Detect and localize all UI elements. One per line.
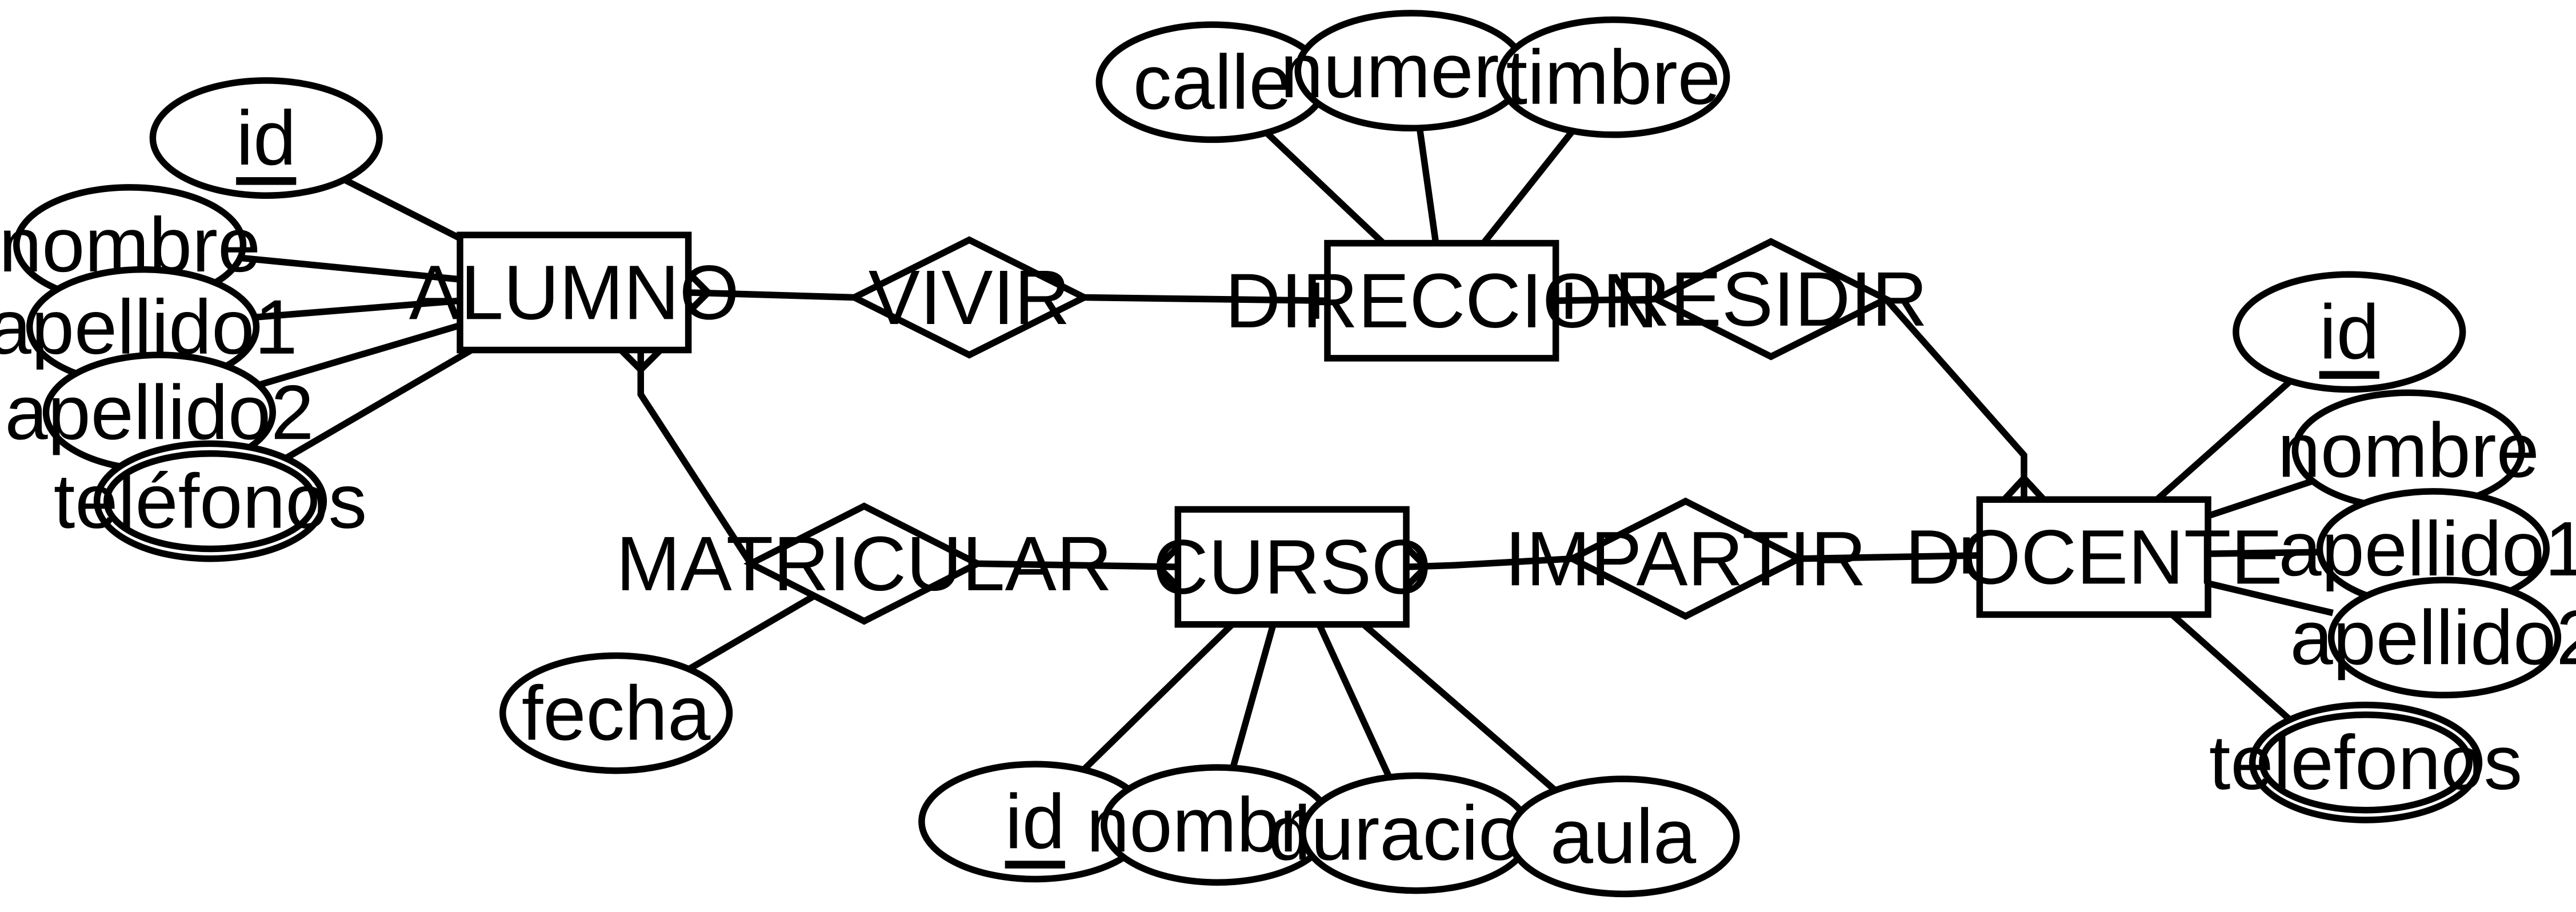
attribute-direccion-calle[interactable]: calle xyxy=(1095,21,1329,143)
link-curso-id xyxy=(1078,622,1235,775)
attribute-docente-apellido2-label: apellido2 xyxy=(2290,594,2576,681)
entity-docente-label: DOCENTE xyxy=(1905,514,2283,600)
attribute-curso-aula-label: aula xyxy=(1550,793,1697,879)
link-alumno-matricular xyxy=(637,350,754,566)
crows-foot-curso-impartir xyxy=(1403,545,1431,589)
attribute-matricular-fecha[interactable]: fecha xyxy=(499,652,733,774)
link-direccion-numero xyxy=(1416,126,1439,244)
link-matricular-fecha xyxy=(685,593,815,674)
link-docente-apellido1 xyxy=(2207,549,2320,557)
link-docente-telefonos xyxy=(2168,610,2294,724)
link-matricular-curso xyxy=(977,560,1178,570)
connector-lines xyxy=(241,126,2334,797)
entity-curso[interactable]: CURSO xyxy=(1153,506,1431,628)
relationship-impartir-label: IMPARTIR xyxy=(1505,515,1866,602)
attribute-curso-id-label: id xyxy=(1005,778,1065,865)
entity-direccion-label: DIRECCION xyxy=(1225,258,1658,344)
link-curso-aula xyxy=(1361,622,1562,797)
attribute-docente-telefonos[interactable]: telefonos xyxy=(2209,701,2522,823)
attribute-docente-id-label: id xyxy=(2319,289,2379,375)
entity-alumno-label: ALUMNO xyxy=(409,249,739,335)
link-curso-nombre xyxy=(1229,623,1277,772)
link-alumno-telefonos xyxy=(281,347,474,463)
relationship-matricular-label: MATRICULAR xyxy=(616,521,1112,607)
relationship-vivir[interactable]: VIVIR xyxy=(847,236,1092,359)
link-docente-id xyxy=(2155,378,2293,502)
relationship-matricular[interactable]: MATRICULAR xyxy=(616,502,1112,625)
multivalued-inner-ring xyxy=(103,450,317,553)
link-docente-apellido2 xyxy=(2207,580,2334,617)
attribute-docente-apellido2[interactable]: apellido2 xyxy=(2290,577,2576,699)
link-vivir-direccion xyxy=(1084,294,1328,304)
entity-direccion[interactable]: DIRECCION xyxy=(1225,239,1658,362)
relationship-impartir[interactable]: IMPARTIR xyxy=(1505,497,1866,620)
entity-docente[interactable]: DOCENTE xyxy=(1905,496,2283,618)
attribute-docente-nombre-label: nombre xyxy=(2278,407,2539,493)
attribute-direccion-timbre[interactable]: timbre xyxy=(1497,16,1730,138)
link-direccion-residir xyxy=(1555,295,1657,304)
crows-foot-alumno-vivir xyxy=(686,270,713,315)
attribute-alumno-apellido2-label: apellido2 xyxy=(5,369,314,455)
attribute-alumno-id-label: id xyxy=(236,95,296,181)
link-direccion-calle xyxy=(1259,126,1386,246)
attribute-direccion-timbre-label: timbre xyxy=(1506,34,1721,121)
link-direccion-timbre xyxy=(1481,129,1575,246)
link-curso-duracion xyxy=(1316,623,1395,784)
attribute-alumno-telefonos[interactable]: teléfonos xyxy=(54,440,367,562)
crows-foot-alumno-matricular xyxy=(618,347,663,375)
attribute-matricular-fecha-label: fecha xyxy=(522,670,711,757)
multivalued-inner-ring xyxy=(2259,711,2473,814)
attribute-curso-id[interactable]: id xyxy=(918,761,1152,883)
attribute-alumno-telefonos-label: teléfonos xyxy=(54,458,367,545)
link-alumno-nombre xyxy=(241,254,461,283)
cardinality-markers xyxy=(618,270,2046,589)
attribute-docente-id[interactable]: id xyxy=(2233,271,2466,393)
relationship-residir-label: RESIDIR xyxy=(1614,256,1927,342)
entity-alumno[interactable]: ALUMNO xyxy=(409,231,739,354)
relationship-vivir-label: VIVIR xyxy=(869,254,1070,341)
attribute-direccion-calle-label: calle xyxy=(1133,39,1292,125)
entity-curso-label: CURSO xyxy=(1153,524,1431,610)
attribute-curso-duracion[interactable]: duracion xyxy=(1268,772,1564,894)
link-impartir-docente xyxy=(1799,552,1980,562)
attribute-docente-telefonos-label: telefonos xyxy=(2209,719,2522,806)
attribute-alumno-id[interactable]: id xyxy=(149,77,383,199)
crows-foot-curso-matricular xyxy=(1153,545,1181,589)
link-docente-nombre xyxy=(2207,478,2313,519)
link-alumno-apellido1 xyxy=(256,297,461,321)
link-alumno-apellido2 xyxy=(253,322,461,390)
crows-foot-docente-residir xyxy=(2002,473,2046,502)
relationship-residir[interactable]: RESIDIR xyxy=(1614,238,1927,361)
link-alumno-id xyxy=(338,174,462,242)
link-alumno-vivir xyxy=(688,289,855,301)
attribute-curso-aula[interactable]: aula xyxy=(1506,775,1740,898)
link-residir-docente xyxy=(1883,297,2027,500)
